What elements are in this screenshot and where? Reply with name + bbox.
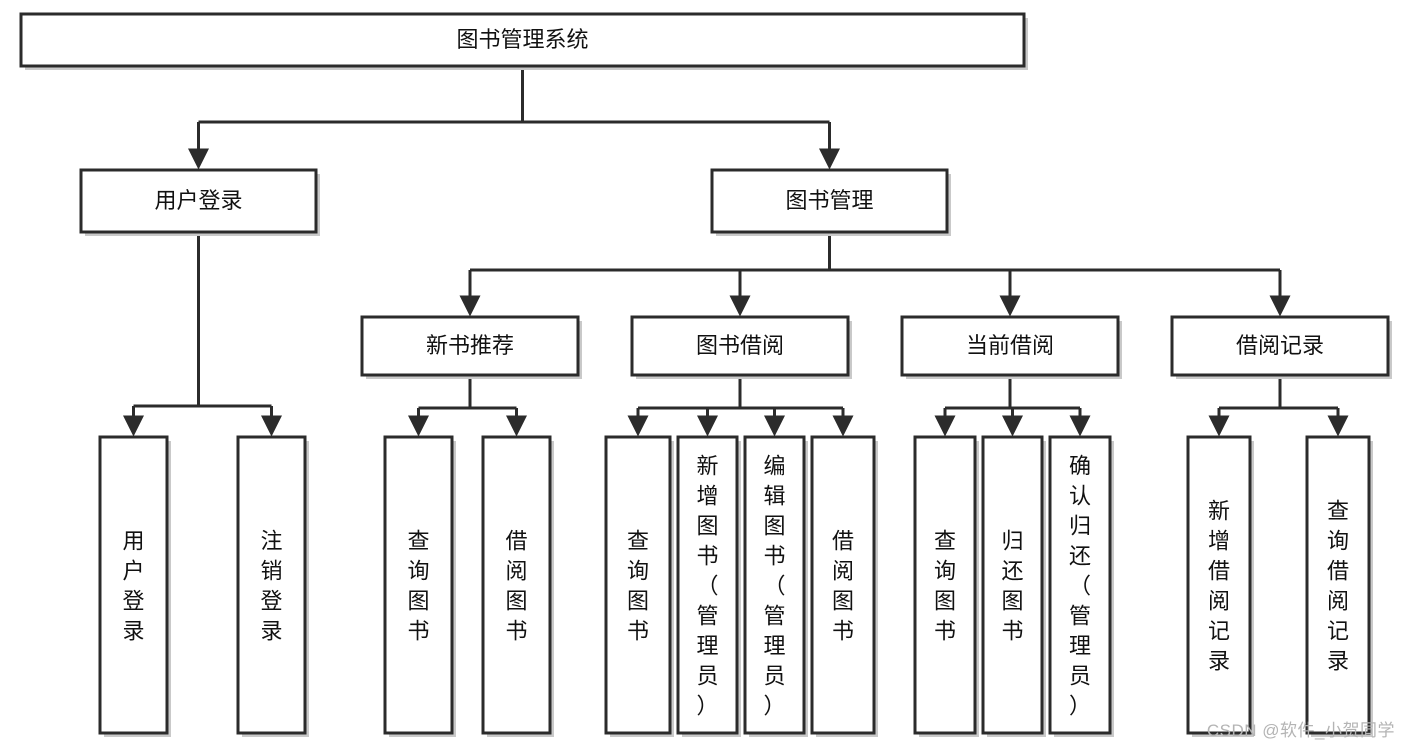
node-label: 新书推荐 (426, 333, 514, 358)
node-box[interactable] (743, 435, 806, 735)
node-box[interactable] (630, 315, 850, 377)
node-l1a[interactable]: 用户登录 (79, 168, 320, 236)
edges-layer (123, 66, 1349, 437)
node-box[interactable] (913, 435, 977, 735)
node-label: 图书管理系统 (456, 27, 588, 52)
node-label: 查询借阅记录 (1327, 498, 1349, 673)
node-box[interactable] (710, 168, 949, 234)
node-box[interactable] (981, 435, 1044, 735)
node-label: 借阅图书 (832, 528, 854, 643)
node-n1[interactable]: 查询图书 (383, 435, 456, 737)
node-b2[interactable]: 新增图书（管理员） (676, 435, 741, 737)
node-box[interactable] (1048, 435, 1112, 735)
nodes-layer: 图书管理系统用户登录图书管理新书推荐图书借阅当前借阅借阅记录用户登录注销登录查询… (19, 12, 1392, 737)
node-box[interactable] (360, 315, 580, 377)
node-n2[interactable]: 借阅图书 (481, 435, 554, 737)
node-label: 图书管理 (785, 188, 873, 213)
node-u1[interactable]: 用户登录 (98, 435, 171, 737)
node-label: 借阅记录 (1236, 333, 1324, 358)
node-label: 新增借阅记录 (1208, 498, 1230, 673)
node-box[interactable] (79, 168, 318, 234)
node-box[interactable] (604, 435, 672, 735)
node-c3[interactable]: 确认归还（管理员） (1048, 435, 1114, 737)
node-label: 新增图书（管理员） (696, 453, 718, 718)
node-label: 图书借阅 (696, 333, 784, 358)
node-box[interactable] (383, 435, 454, 735)
node-box[interactable] (900, 315, 1120, 377)
node-r2[interactable]: 查询借阅记录 (1305, 435, 1373, 737)
node-label: 当前借阅 (966, 333, 1054, 358)
node-b1[interactable]: 查询图书 (604, 435, 674, 737)
node-c1[interactable]: 查询图书 (913, 435, 979, 737)
node-label: 查询图书 (627, 528, 649, 643)
node-label: 查询图书 (407, 528, 429, 643)
node-label: 借阅图书 (505, 528, 527, 643)
node-box[interactable] (676, 435, 739, 735)
node-label: 归还图书 (1001, 528, 1023, 643)
node-l2c[interactable]: 当前借阅 (900, 315, 1122, 379)
node-l2a[interactable]: 新书推荐 (360, 315, 582, 379)
node-label: 用户登录 (122, 528, 144, 643)
node-box[interactable] (810, 435, 876, 735)
node-b3[interactable]: 编辑图书（管理员） (743, 435, 808, 737)
node-r1[interactable]: 新增借阅记录 (1186, 435, 1254, 737)
node-label: 用户登录 (154, 188, 242, 213)
node-u2[interactable]: 注销登录 (236, 435, 309, 737)
node-box[interactable] (1305, 435, 1371, 735)
node-l2b[interactable]: 图书借阅 (630, 315, 852, 379)
node-root[interactable]: 图书管理系统 (19, 12, 1028, 70)
node-box[interactable] (236, 435, 307, 735)
node-l1b[interactable]: 图书管理 (710, 168, 951, 236)
node-box[interactable] (1186, 435, 1252, 735)
node-box[interactable] (98, 435, 169, 735)
node-b4[interactable]: 借阅图书 (810, 435, 878, 737)
node-label: 确认归还（管理员） (1069, 453, 1091, 718)
node-label: 注销登录 (260, 528, 282, 643)
node-box[interactable] (481, 435, 552, 735)
node-label: 编辑图书（管理员） (763, 453, 785, 718)
node-box[interactable] (19, 12, 1026, 68)
node-l2d[interactable]: 借阅记录 (1170, 315, 1392, 379)
node-label: 查询图书 (934, 528, 956, 643)
node-c2[interactable]: 归还图书 (981, 435, 1046, 737)
node-box[interactable] (1170, 315, 1390, 377)
